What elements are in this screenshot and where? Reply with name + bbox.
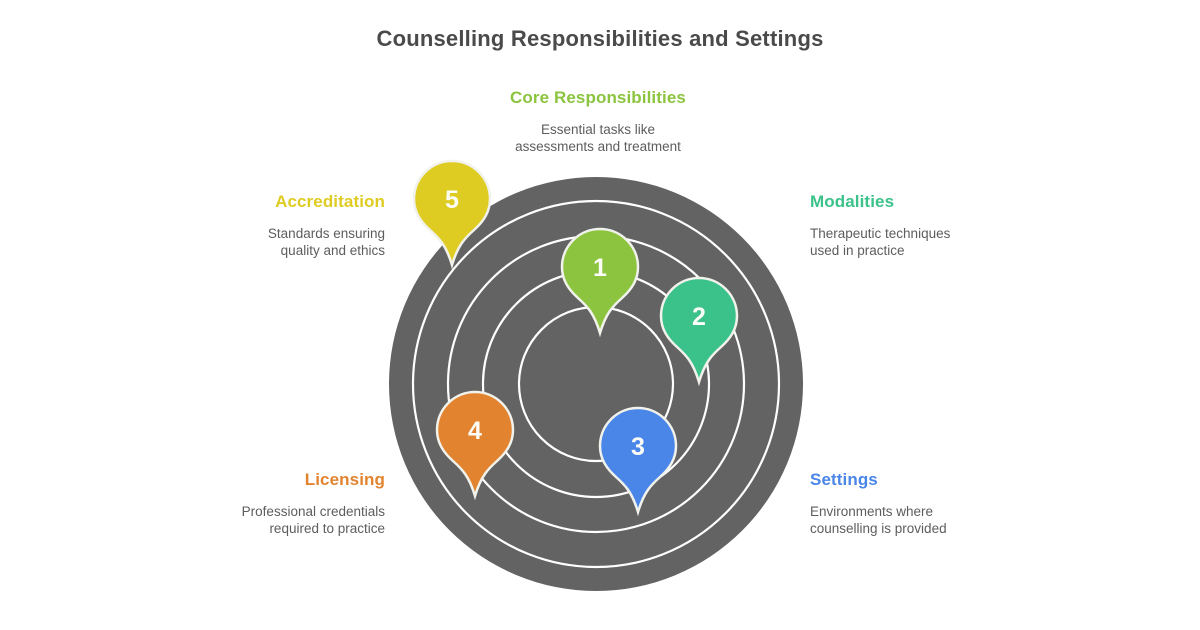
item-description: Standards ensuring quality and ethics [267, 226, 385, 258]
label-block-modalities: Modalities Therapeutic techniques used i… [810, 192, 1000, 259]
pin-number-label: 5 [445, 186, 459, 214]
item-description: Environments where counselling is provid… [810, 504, 947, 536]
pin-number-label: 1 [593, 254, 607, 282]
pin-3-settings: 3 [598, 406, 678, 517]
pin-icon [412, 159, 492, 270]
item-heading: Modalities [810, 192, 895, 211]
label-block-settings: Settings Environments where counselling … [810, 470, 1000, 537]
pin-icon [659, 276, 739, 387]
item-heading: Accreditation [275, 192, 385, 211]
label-block-core-responsibilities: Core Responsibilities Essential tasks li… [448, 88, 748, 155]
pin-number-label: 2 [692, 303, 706, 331]
pin-icon [560, 227, 640, 338]
page-title: Counselling Responsibilities and Setting… [376, 26, 824, 51]
pin-4-licensing: 4 [435, 390, 515, 501]
item-heading: Licensing [304, 470, 385, 489]
pin-1-core-responsibilities: 1 [560, 227, 640, 338]
item-heading: Settings [810, 470, 878, 489]
pin-2-modalities: 2 [659, 276, 739, 387]
item-heading: Core Responsibilities [510, 88, 686, 107]
pin-5-accreditation: 5 [412, 159, 492, 270]
item-description: Essential tasks like assessments and tre… [515, 122, 681, 154]
label-block-licensing: Licensing Professional credentials requi… [195, 470, 385, 537]
pin-icon [598, 406, 678, 517]
item-description: Professional credentials required to pra… [241, 504, 385, 536]
ring-4 [411, 199, 781, 569]
item-description: Therapeutic techniques used in practice [810, 226, 951, 258]
label-block-accreditation: Accreditation Standards ensuring quality… [195, 192, 385, 259]
pin-number-label: 4 [468, 417, 482, 445]
pin-number-label: 3 [631, 433, 645, 461]
pin-icon [435, 390, 515, 501]
